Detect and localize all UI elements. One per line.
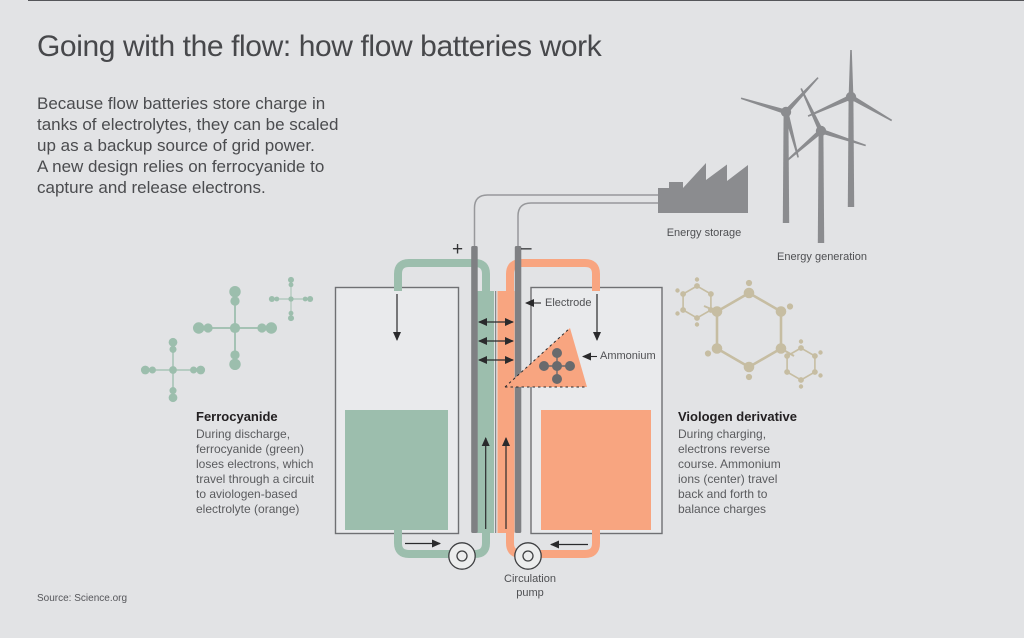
ferrocyanide-heading: Ferrocyanide: [196, 409, 278, 424]
ammonium-zoom-triangle: [504, 327, 587, 388]
tank-flow-arrows: [393, 294, 601, 341]
callout-line: ions (center) travel: [678, 472, 778, 486]
wind-turbine-icon: [740, 50, 893, 243]
green-electrolyte-fill: [345, 410, 448, 530]
orange-electrolyte-fill: [541, 410, 651, 530]
ferrocyanide-molecule-icon: [140, 276, 314, 403]
positive-terminal-sign: +: [452, 239, 464, 260]
callout-line: electrons reverse: [678, 442, 771, 456]
callout-line: electrolyte (orange): [196, 502, 300, 516]
intro-line: capture and release electrons.: [37, 178, 266, 197]
intro-line: tanks of electrolytes, they can be scale…: [37, 115, 339, 134]
circulation-pump-label: Circulation pump: [504, 573, 556, 599]
tube-flow-arrows: [405, 539, 588, 549]
callout-line: back and forth to: [678, 487, 768, 501]
callout-line: travel through a circuit: [196, 472, 315, 486]
ion-exchange-arrows: [478, 318, 514, 529]
green-cell-column: [477, 291, 494, 533]
callout-line: ferrocyanide (green): [196, 442, 305, 456]
circulation-pump-icon: [448, 542, 542, 570]
callout-line: balance charges: [678, 502, 767, 516]
factory-icon: [658, 163, 748, 213]
orange-cell-column: [497, 291, 515, 533]
page-title: Going with the flow: how flow batteries …: [37, 30, 602, 63]
callout-line: During charging,: [678, 427, 767, 441]
callout-line: During discharge,: [196, 427, 291, 441]
electrode-label: Electrode: [545, 297, 592, 309]
callout-line: to aviologen-based: [196, 487, 298, 501]
ferrocyanide-callout: Ferrocyanide During discharge, ferrocyan…: [196, 409, 314, 517]
callout-line: loses electrons, which: [196, 457, 314, 471]
viologen-callout: Viologen derivative During charging, ele…: [678, 409, 797, 517]
electrolyte-tubes: [394, 259, 600, 558]
intro-line: Because flow batteries store charge in: [37, 94, 326, 113]
energy-generation-label: Energy generation: [777, 251, 867, 263]
energy-storage-label: Energy storage: [666, 227, 742, 239]
intro-line: up as a backup source of grid power.: [37, 136, 315, 155]
positive-electrode: [471, 246, 478, 533]
circuit-wires: [473, 194, 660, 250]
label-leader-lines: [525, 299, 597, 361]
negative-terminal-sign: –: [521, 238, 532, 259]
callout-line: course. Ammonium: [678, 457, 781, 471]
viologen-molecule-icon: [675, 277, 823, 389]
ammonium-ion-icon: [539, 348, 576, 385]
intro-text: Because flow batteries store charge in t…: [37, 93, 338, 198]
top-border-line: [28, 0, 1024, 1]
intro-line: A new design relies on ferrocyanide to: [37, 157, 325, 176]
ammonium-label: Ammonium: [600, 350, 656, 362]
source-credit: Source: Science.org: [37, 593, 128, 604]
negative-electrode: [514, 246, 522, 533]
viologen-heading: Viologen derivative: [678, 409, 797, 424]
